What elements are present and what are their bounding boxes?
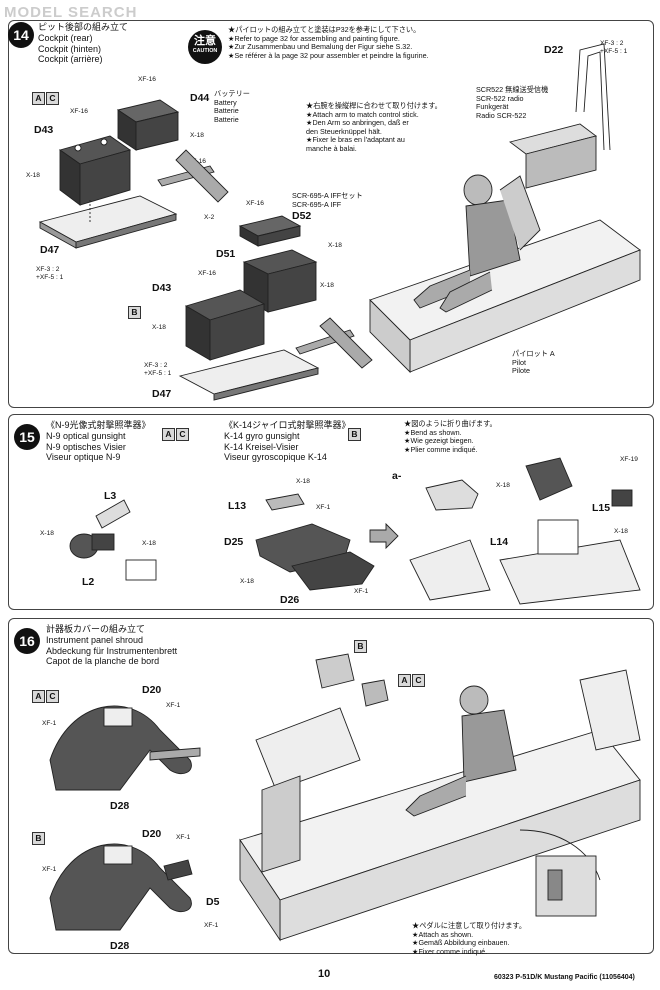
- part-d52: D52: [292, 210, 312, 222]
- paint-xf1-15a: XF-1: [316, 504, 331, 511]
- paint-xf16-3: XF-16: [188, 158, 206, 165]
- part-l13: L13: [228, 500, 247, 512]
- part-l3: L3: [104, 490, 117, 502]
- paint-xf1-16d: XF-1: [42, 866, 57, 873]
- step-14-title: ピット後部の組み立て Cockpit (rear) Cockpit (hinte…: [38, 22, 129, 65]
- part-d51: D51: [216, 248, 236, 260]
- caution-icon: 注意 CAUTION: [188, 30, 222, 64]
- part-d28-ac: D28: [110, 800, 130, 812]
- paint-xf1-16a: XF-1: [166, 702, 181, 709]
- step-14-panel: [8, 20, 654, 408]
- part-d47-b: D47: [152, 388, 172, 400]
- paint-x18-15b: X-18: [142, 540, 156, 547]
- part-d22: D22: [544, 44, 564, 56]
- kit-code: 60323 P-51D/K Mustang Pacific (11056404): [494, 974, 635, 981]
- arm-note: ★右腕を操縦桿に合わせて取り付けます。★Attach arm to match …: [306, 101, 442, 153]
- paint-x18-15e: X-18: [496, 482, 510, 489]
- paint-x18-4: X-18: [152, 324, 166, 331]
- variant-badge-b-16: B: [32, 828, 46, 846]
- paint-x18-15c: X-18: [296, 478, 310, 485]
- part-d25: D25: [224, 536, 244, 548]
- page-number: 10: [318, 968, 331, 980]
- part-d20-b: D20: [142, 828, 162, 840]
- paint-xf1-16b: XF-1: [42, 720, 57, 727]
- n9-gunsight-title: 《N-9光像式射撃照準器》N-9 optical gunsight N-9 op…: [46, 420, 151, 463]
- paint-xf16-2: XF-16: [70, 108, 88, 115]
- k14-gunsight-title: 《K-14ジャイロ式射撃照準器》K-14 gyro gunsight K-14 …: [224, 420, 351, 463]
- paint-x18-15a: X-18: [40, 530, 54, 537]
- paint-x18-2: X-18: [26, 172, 40, 179]
- step-15-number: 15: [14, 424, 40, 450]
- part-d43-b: D43: [152, 282, 172, 294]
- paint-x18-15f: X-18: [614, 528, 628, 535]
- step-14-notes: ★パイロットの組み立てと塗装はP32を参考にして下さい。 ★Refer to p…: [228, 25, 429, 60]
- part-l2: L2: [82, 576, 95, 588]
- site-watermark: MODEL SEARCH: [4, 4, 138, 21]
- bend-note: ★図のように折り曲げます。★Bend as shown. ★Wie gezeig…: [404, 419, 497, 454]
- paint-xf1-16c: XF-1: [176, 834, 191, 841]
- part-d44: D44: [190, 92, 210, 104]
- paint-xf1-16e: XF-1: [204, 922, 219, 929]
- variant-badge-b: B: [128, 302, 142, 320]
- pedal-note: ★ペダルに注意して取り付けます。★Attach as shown. ★Gemäß…: [412, 921, 527, 956]
- paint-x18-1: X-18: [190, 132, 204, 139]
- paint-xf16-1: XF-16: [138, 76, 156, 83]
- paint-xf16-4: XF-16: [246, 200, 264, 207]
- paint-mix-d22: XF-3 : 2+XF-5 : 1: [600, 40, 628, 55]
- part-l15: L15: [592, 502, 611, 514]
- part-d47-ac: D47: [40, 244, 60, 256]
- paint-x18-3: X-18: [328, 242, 342, 249]
- part-d5: D5: [206, 896, 220, 908]
- paint-xf19: XF-19: [620, 456, 638, 463]
- paint-xf16-5: XF-16: [198, 270, 216, 277]
- part-d20-ac: D20: [142, 684, 162, 696]
- variant-badge-b-16-top: B: [354, 636, 368, 654]
- part-d43-ac: D43: [34, 124, 54, 136]
- step-14-number: 14: [8, 22, 34, 48]
- part-l14: L14: [490, 536, 509, 548]
- paint-xf1-15b: XF-1: [354, 588, 369, 595]
- step-16-number: 16: [14, 628, 40, 654]
- part-d28-b: D28: [110, 940, 130, 952]
- paint-x18-15d: X-18: [240, 578, 254, 585]
- bend-marker-a: a-: [392, 470, 402, 482]
- step-16-panel: [8, 618, 654, 954]
- paint-x2: X-2: [204, 214, 215, 221]
- paint-mix-b: XF-3 : 2+XF-5 : 1: [144, 362, 172, 377]
- paint-x18-5: X-18: [320, 282, 334, 289]
- paint-mix-ac: XF-3 : 2+XF-5 : 1: [36, 266, 64, 281]
- variant-badge-b-15: B: [348, 424, 362, 442]
- part-d26: D26: [280, 594, 300, 606]
